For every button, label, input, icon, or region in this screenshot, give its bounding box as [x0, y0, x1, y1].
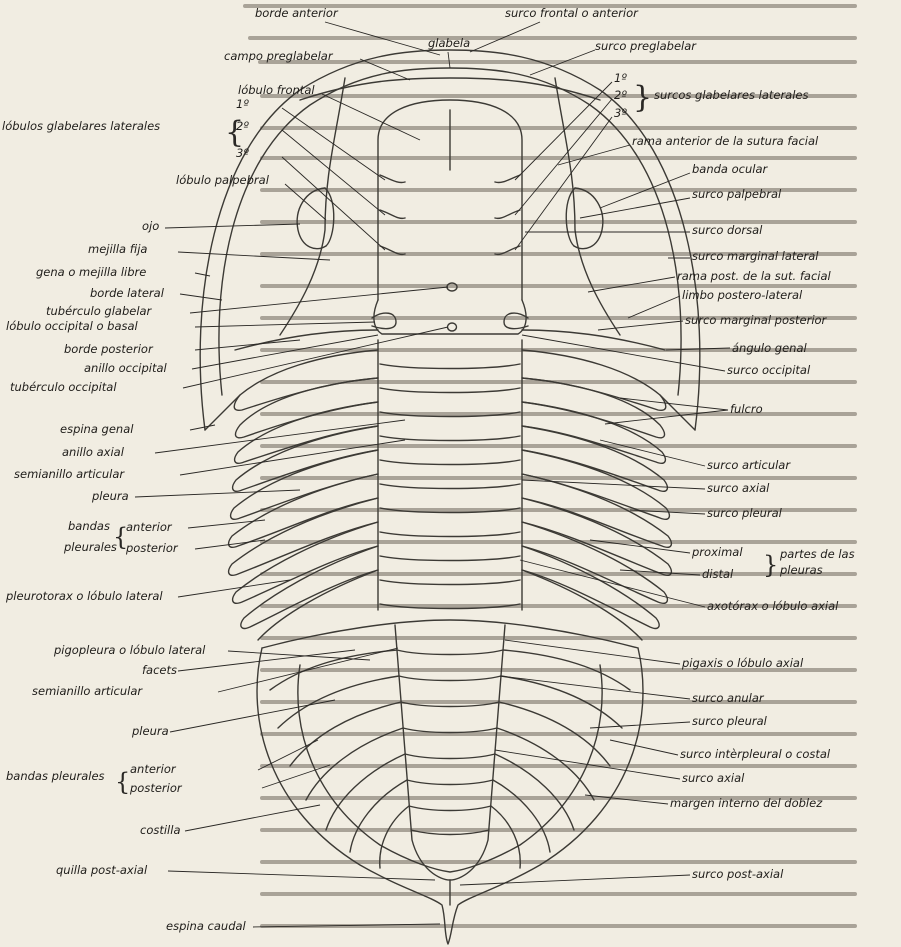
label-bandas-pleurales-2: bandas pleurales	[6, 769, 105, 783]
label-borde-posterior: borde posterior	[64, 342, 154, 356]
label-tuberculo-glabelar: tubérculo glabelar	[46, 304, 153, 318]
label-pleuras: pleuras	[779, 563, 823, 577]
label-margen-interno: margen interno del doblez	[670, 796, 823, 810]
label-campo-preglabelar: campo preglabelar	[224, 49, 334, 63]
pygidial-ribs-left	[270, 650, 409, 868]
pygidial-rings	[397, 650, 503, 835]
brace-surcos: }	[633, 80, 652, 115]
label-surco-interpleural: surco intèrpleural o costal	[680, 747, 831, 761]
label-anillo-occipital: anillo occipital	[84, 361, 168, 375]
label-fulcro: fulcro	[730, 402, 763, 416]
label-pigaxis: pigaxis o lóbulo axial	[681, 656, 804, 670]
facial-suture-left	[280, 78, 345, 335]
label-pleura-1: pleura	[91, 489, 129, 503]
pleurae-left	[229, 350, 378, 640]
label-surco-pleural-2: surco pleural	[692, 714, 768, 728]
label-tuberculo-occipital: tubérculo occipital	[10, 380, 117, 394]
label-pigopleura: pigopleura o lóbulo lateral	[53, 643, 206, 657]
label-mejilla-fija: mejilla fija	[88, 242, 147, 256]
label-surco-occipital: surco occipital	[727, 363, 811, 377]
occipital-tubercle	[448, 323, 457, 331]
label-lobulo-frontal: lóbulo frontal	[238, 83, 315, 97]
pleurae-right	[522, 350, 671, 640]
label-pleurales: pleurales	[63, 540, 117, 554]
label-lobulos-glabelares: lóbulos glabelares laterales	[2, 119, 160, 133]
label-ojo: ojo	[142, 219, 159, 233]
brace-partes: }	[763, 551, 778, 579]
label-pleura-2: pleura	[131, 724, 169, 738]
label-surco-num-3: 3º	[614, 106, 627, 120]
label-rama-anterior: rama anterior de la sutura facial	[632, 134, 819, 148]
label-lobulo-occipital: lóbulo occipital o basal	[6, 319, 139, 333]
label-banda-ocular: banda ocular	[692, 162, 769, 176]
label-surco-num-1: 1º	[614, 71, 627, 85]
label-axotorax: axotórax o lóbulo axial	[707, 599, 839, 613]
labels: borde anterior glabela surco frontal o a…	[2, 6, 855, 933]
label-rama-post: rama post. de la sut. facial	[677, 269, 832, 283]
label-surco-axial-1: surco axial	[707, 481, 770, 495]
label-surcos-glabelares: surcos glabelares laterales	[654, 88, 809, 102]
label-semianillo-articular-1: semianillo articular	[14, 467, 125, 481]
label-quilla-post-axial: quilla post-axial	[56, 863, 148, 877]
label-costilla: costilla	[140, 823, 181, 837]
label-surco-dorsal: surco dorsal	[692, 223, 763, 237]
label-espina-genal: espina genal	[60, 422, 134, 436]
label-borde-lateral: borde lateral	[90, 286, 165, 300]
label-surco-post-axial: surco post-axial	[692, 867, 784, 881]
braces: { } { } {	[113, 80, 778, 796]
doublure-margin	[298, 665, 602, 872]
label-lobulo-palpebral: lóbulo palpebral	[176, 173, 270, 187]
label-surco-frontal: surco frontal o anterior	[505, 6, 639, 20]
label-lobulo-num-2: 2º	[236, 119, 249, 133]
genal-spine-left	[205, 395, 240, 430]
posterior-border-right	[522, 330, 665, 350]
label-gena-libre: gena o mejilla libre	[36, 265, 146, 279]
pygidial-ribs-right	[491, 650, 630, 868]
label-distal: distal	[702, 567, 734, 581]
label-anillo-axial: anillo axial	[62, 445, 125, 459]
label-surco-num-2: 2º	[614, 88, 627, 102]
label-surco-anular: surco anular	[692, 691, 765, 705]
brace-bandas-2: {	[115, 768, 130, 796]
label-partes-de-las: partes de las	[779, 547, 855, 561]
label-proximal: proximal	[691, 545, 743, 559]
label-surco-marginal-posterior: surco marginal posterior	[685, 313, 828, 327]
label-glabela: glabela	[428, 36, 470, 50]
label-bandas: bandas	[68, 519, 110, 533]
label-limbo-postero-lateral: limbo postero-lateral	[682, 288, 803, 302]
eye-left	[297, 188, 326, 249]
label-angulo-genal: ángulo genal	[732, 341, 808, 355]
label-semianillo-articular-2: semianillo articular	[32, 684, 143, 698]
pygidium-front	[262, 620, 638, 648]
label-surco-preglabelar: surco preglabelar	[595, 39, 697, 53]
label-lobulo-num-3: 3º	[236, 146, 249, 160]
label-surco-pleural-1: surco pleural	[707, 506, 783, 520]
trilobite-figure	[200, 50, 700, 944]
label-surco-marginal-lateral: surco marginal lateral	[692, 249, 819, 263]
label-pleurotorax: pleurotorax o lóbulo lateral	[5, 589, 163, 603]
label-anterior-2: anterior	[130, 762, 177, 776]
label-facets: facets	[142, 663, 177, 677]
label-lobulo-num-1: 1º	[236, 97, 249, 111]
label-surco-articular: surco articular	[707, 458, 791, 472]
label-surco-palpebral: surco palpebral	[692, 187, 782, 201]
axial-rings	[380, 364, 520, 609]
eye-right	[574, 188, 603, 249]
posterior-border-left	[235, 330, 378, 350]
label-posterior-2: posterior	[129, 781, 183, 795]
label-anterior-1: anterior	[126, 520, 173, 534]
label-posterior-1: posterior	[125, 541, 179, 555]
facial-suture-right	[555, 78, 620, 335]
label-espina-caudal: espina caudal	[166, 919, 247, 933]
label-borde-anterior: borde anterior	[255, 6, 339, 20]
pygidial-axis	[395, 625, 505, 880]
label-surco-axial-2: surco axial	[682, 771, 745, 785]
